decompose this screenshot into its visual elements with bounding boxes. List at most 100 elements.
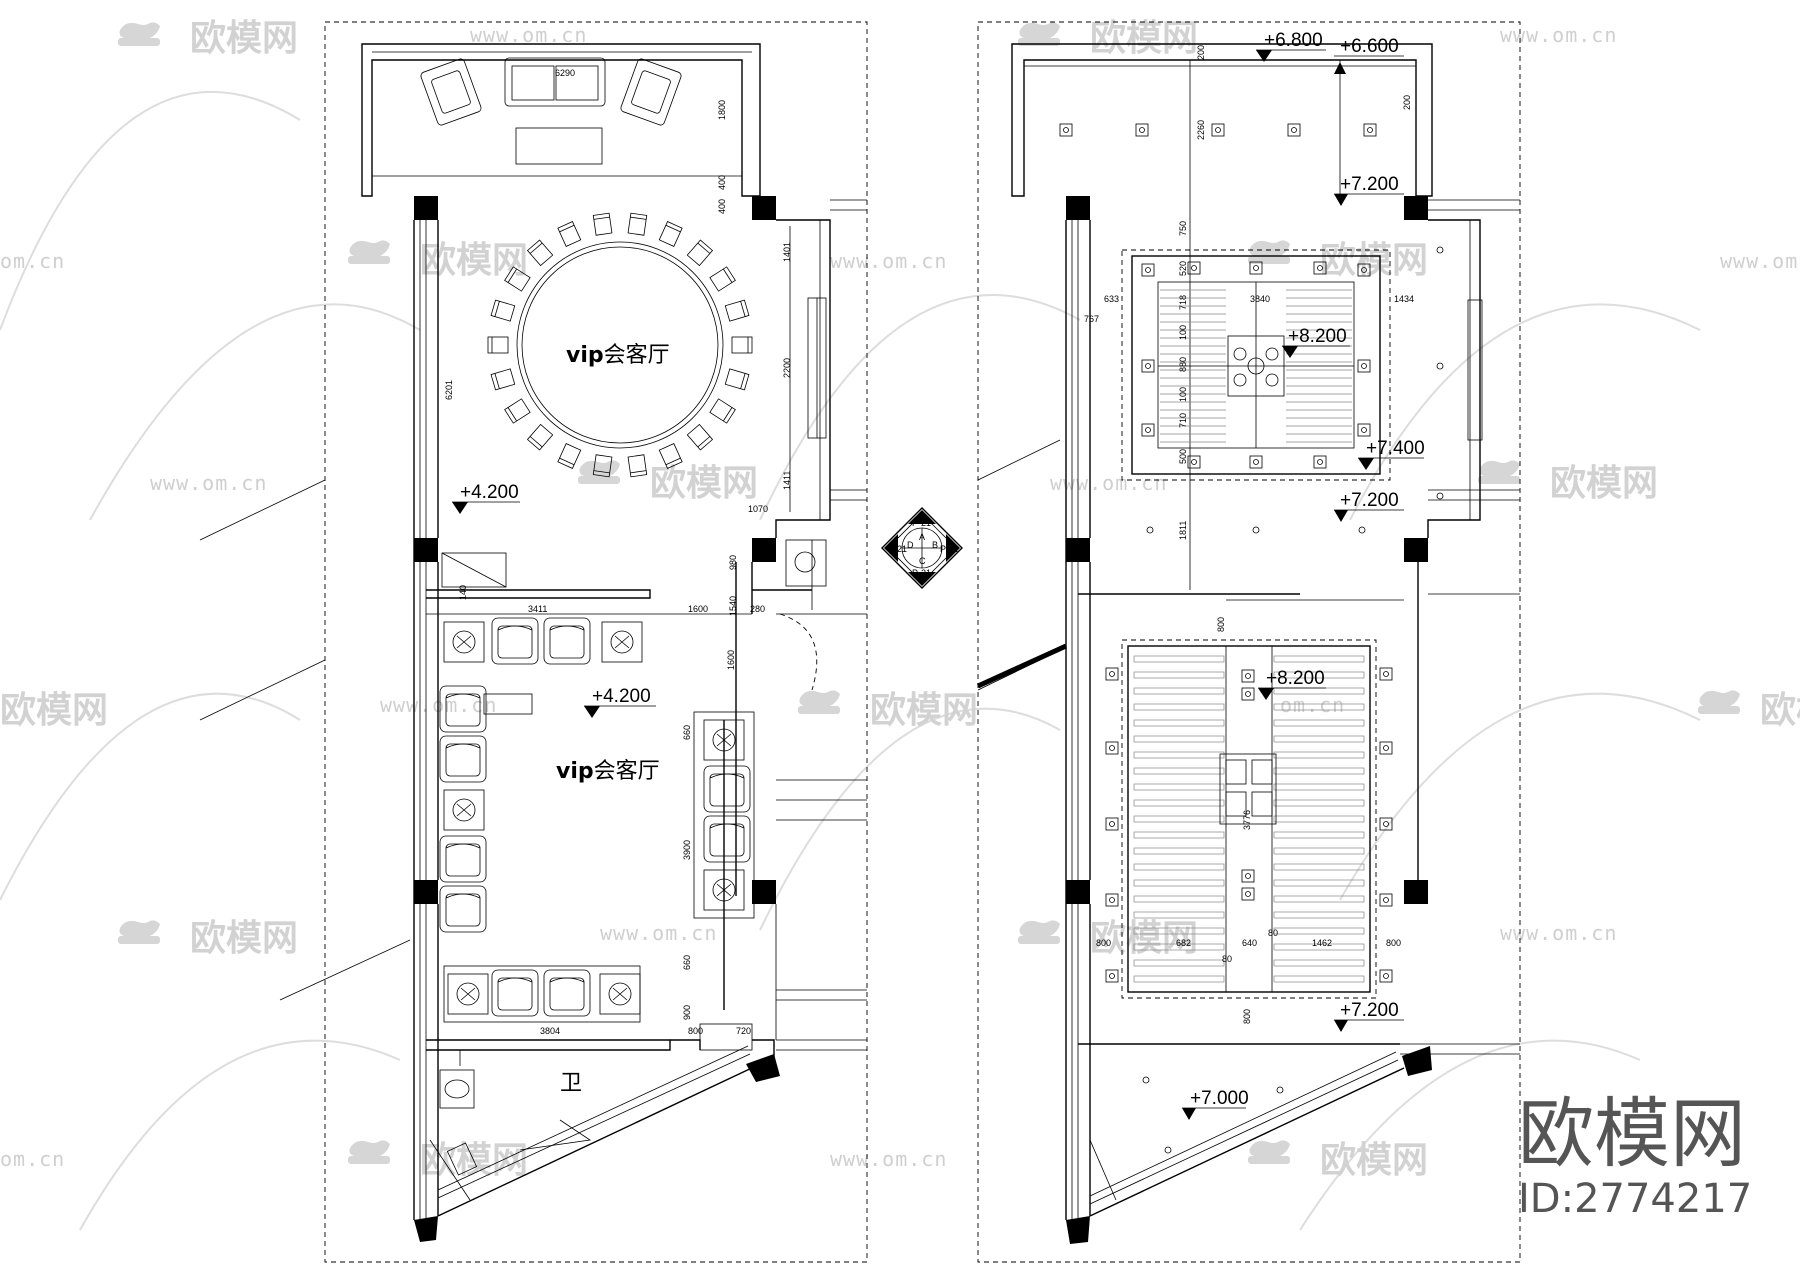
svg-text:660: 660 (682, 725, 692, 740)
svg-text:80: 80 (1222, 954, 1232, 964)
svg-text:880: 880 (1178, 357, 1188, 372)
right-ceiling-plan: +6.800 +6.600 +7.200 +8.200 +7.400 +7.20… (976, 21, 1521, 1263)
svg-text:1070: 1070 (748, 504, 768, 514)
index-sheet: P-21 (888, 544, 907, 554)
balcony-coffee-table (515, 127, 603, 165)
dining-chair (527, 424, 554, 451)
svg-text:+7.000: +7.000 (1190, 1088, 1249, 1109)
watermark-url: www.om.cn (1050, 471, 1167, 495)
elevation-marker: +8.200 (1258, 668, 1326, 700)
watermark-brand: 欧模网 (1760, 690, 1800, 731)
column (1404, 196, 1428, 220)
svg-text:3804: 3804 (540, 1026, 560, 1036)
dining-chair (724, 368, 750, 391)
svg-text:100: 100 (1178, 325, 1188, 340)
watermark-pattern: 欧模网 www.om.cn 欧模网 www.om.cn om.cn 欧模网 ww… (0, 18, 1800, 1231)
watermark-url: www.om.cn (1500, 23, 1617, 47)
index-label-c: C (919, 556, 926, 566)
watermark-brand: 欧模网 (1090, 18, 1198, 59)
watermark-brand: 欧模网 (1550, 463, 1658, 504)
watermark-brand: 欧模网 (1320, 240, 1428, 281)
watermark-url: www.om.cn (600, 921, 717, 945)
index-sheet: P-21 (912, 518, 931, 528)
downlights (1142, 246, 1444, 1154)
sofa-group-top (443, 617, 643, 665)
elevation-marker: +7.200 (1334, 174, 1404, 206)
svg-text:900: 900 (682, 1005, 692, 1020)
sofa-group-left (439, 685, 487, 933)
watermark-brand: 欧模网 (190, 918, 298, 959)
svg-text:520: 520 (1178, 261, 1188, 276)
watermark-brand: 欧模网 (0, 690, 108, 731)
svg-text:682: 682 (1176, 938, 1191, 948)
svg-text:100: 100 (1178, 387, 1188, 402)
svg-text:1434: 1434 (1394, 294, 1414, 304)
svg-text:3776: 3776 (1242, 810, 1252, 830)
svg-text:800: 800 (1242, 1009, 1252, 1024)
svg-text:200: 200 (1402, 95, 1412, 110)
svg-text:767: 767 (1084, 314, 1099, 324)
svg-text:800: 800 (688, 1026, 703, 1036)
index-label-a: A (919, 532, 925, 542)
watermark-url: www.om.cn (830, 1147, 947, 1171)
footer-brand-name: 欧模网 (1518, 1089, 1746, 1178)
svg-text:6201: 6201 (444, 380, 454, 400)
svg-text:3900: 3900 (682, 840, 692, 860)
column (1404, 538, 1428, 562)
svg-text:2200: 2200 (782, 358, 792, 378)
elevation-marker: +8.200 (1282, 326, 1350, 358)
watermark-url: www.om.cn (1720, 249, 1800, 273)
column (414, 196, 438, 220)
svg-text:3840: 3840 (1250, 294, 1270, 304)
svg-text:+7.200: +7.200 (1340, 490, 1399, 511)
svg-text:+6.600: +6.600 (1340, 36, 1399, 57)
column (752, 880, 776, 904)
watermark-url: www.om.cn (470, 23, 587, 47)
sofa-group-bottom (443, 965, 641, 1023)
round-dining-table (487, 212, 753, 478)
svg-text:1401: 1401 (782, 242, 792, 262)
dining-chair (686, 239, 713, 266)
watermark-brand: 欧模网 (650, 463, 758, 504)
index-sheet: P-21 (940, 544, 959, 554)
balcony-armchair-left (420, 58, 482, 126)
svg-text:+6.800: +6.800 (1264, 30, 1323, 51)
room-label-bathroom: 卫 (560, 1071, 582, 1096)
sofa-group-right (693, 711, 755, 919)
elevation-marker: +4.200 (452, 482, 520, 514)
svg-text:1800: 1800 (717, 100, 727, 120)
svg-text:1600: 1600 (688, 604, 708, 614)
elevation-marker: +7.000 (1182, 1088, 1249, 1120)
svg-text:1411: 1411 (782, 471, 792, 490)
svg-text:280: 280 (750, 604, 765, 614)
column (752, 538, 776, 562)
dining-chair (504, 398, 531, 424)
svg-text:+4.200: +4.200 (460, 482, 519, 503)
room-label-vip-lounge-upper: vip会客厅 (566, 343, 670, 368)
svg-text:800: 800 (1216, 617, 1226, 632)
dining-chair (592, 212, 613, 236)
svg-text:633: 633 (1104, 294, 1119, 304)
upper-coffered-ceiling (1121, 249, 1391, 481)
dining-chair (709, 398, 736, 424)
dining-chair (490, 299, 516, 322)
dining-chair (724, 299, 750, 322)
svg-text:500: 500 (1178, 449, 1188, 464)
svg-text:+7.200: +7.200 (1340, 1000, 1399, 1021)
left-floor-plan: vip会客厅 +4.200 (199, 21, 868, 1263)
elevation-marker: +4.200 (584, 686, 656, 718)
watermark-url: om.cn (0, 1147, 65, 1171)
watermark-url: www.om.cn (150, 471, 267, 495)
balcony-sofa (504, 57, 606, 107)
svg-text:660: 660 (682, 955, 692, 970)
dining-chair (627, 454, 648, 478)
elevation-marker: +7.200 (1334, 1000, 1404, 1032)
room-label-vip-lounge-lower: vip会客厅 (556, 759, 660, 784)
dining-chair (731, 336, 753, 354)
svg-text:400: 400 (717, 199, 727, 214)
svg-text:+4.200: +4.200 (592, 686, 651, 707)
index-sheet: P-21 (912, 568, 931, 578)
svg-text:800: 800 (1096, 938, 1111, 948)
dining-chair (487, 336, 509, 354)
dining-chair (490, 368, 516, 391)
